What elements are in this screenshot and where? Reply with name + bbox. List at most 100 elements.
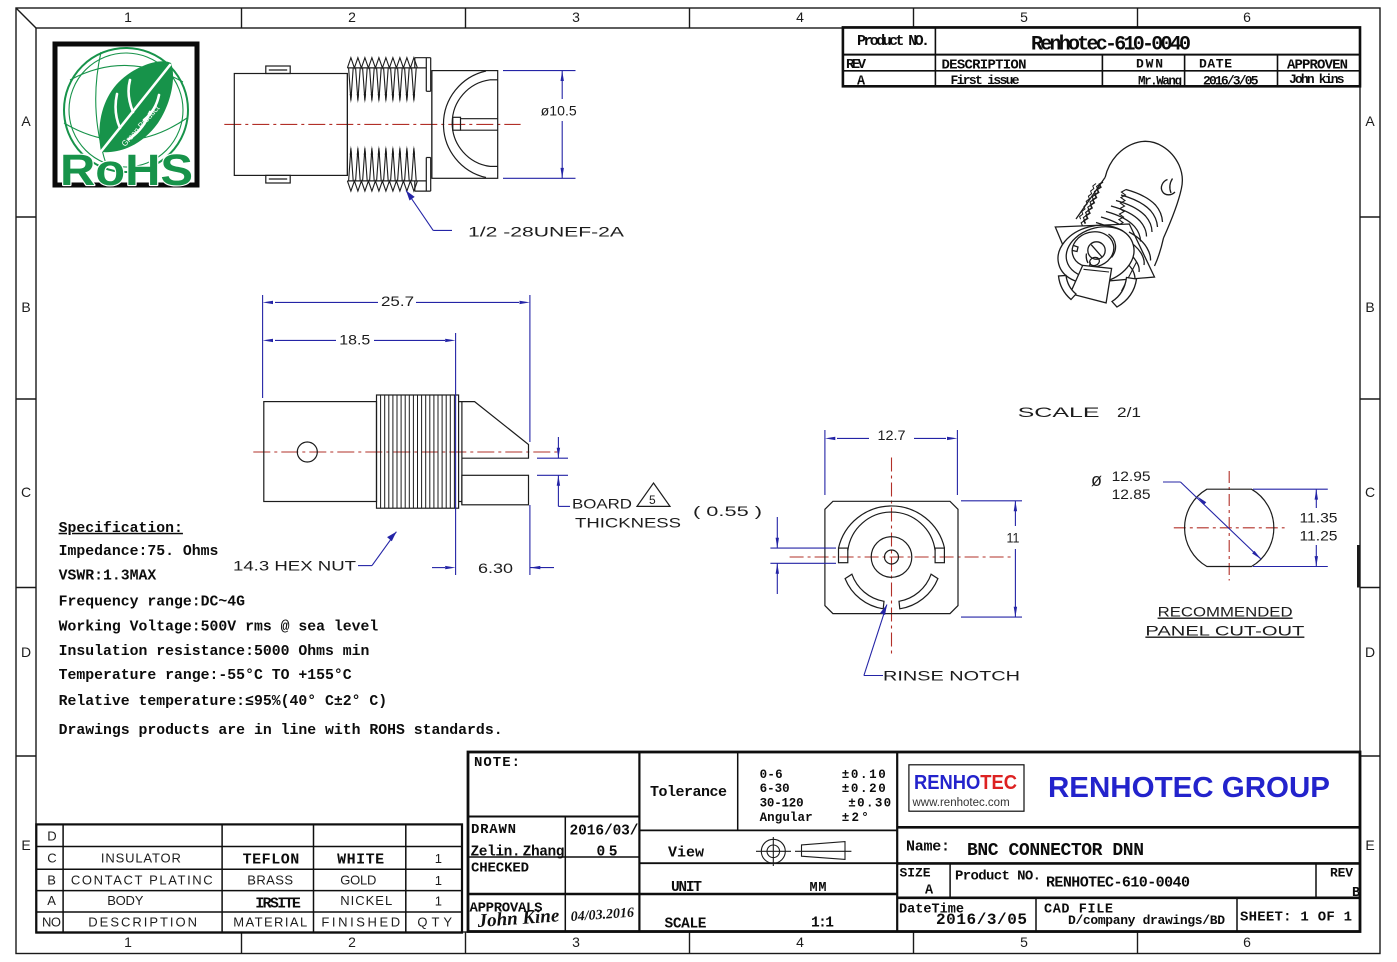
svg-text:RENHOTEC-610-0040: RENHOTEC-610-0040 (1046, 875, 1190, 892)
svg-text:RENHOTEC GROUP: RENHOTEC GROUP (1048, 772, 1330, 804)
svg-text:3: 3 (572, 9, 580, 25)
svg-text:B: B (1365, 299, 1374, 315)
svg-text:NO: NO (42, 915, 61, 930)
svg-text:RENHOTEC: RENHOTEC (914, 772, 1017, 794)
svg-text:2016/03/: 2016/03/ (570, 824, 639, 840)
svg-text:4: 4 (796, 9, 804, 25)
svg-text:A: A (47, 893, 56, 908)
svg-text:1: 1 (435, 873, 442, 888)
svg-text:1: 1 (435, 894, 442, 909)
svg-text:D: D (1365, 644, 1375, 660)
svg-text:SCALE: SCALE (665, 917, 707, 933)
svg-text:MM: MM (810, 881, 827, 896)
svg-text:PANEL CUT-OUT: PANEL CUT-OUT (1145, 623, 1305, 639)
svg-text:1: 1 (124, 9, 132, 25)
svg-text:5: 5 (649, 493, 656, 507)
svg-text:04/03.2016: 04/03.2016 (570, 906, 634, 925)
svg-text:BNC CONNECTOR DNN: BNC CONNECTOR DNN (967, 841, 1144, 861)
svg-text:GOLD: GOLD (340, 873, 376, 888)
svg-text:BODY: BODY (107, 893, 144, 908)
svg-text:INSULATOR: INSULATOR (101, 851, 181, 866)
svg-text:John kins: John kins (1289, 72, 1345, 87)
svg-text:SCALE: SCALE (1018, 404, 1100, 420)
svg-text:RECOMMENDED: RECOMMENDED (1158, 604, 1293, 620)
svg-text:18.5: 18.5 (339, 332, 370, 348)
svg-text:0-6: 0-6 (760, 768, 783, 782)
svg-text:CONTACT PLATINC: CONTACT PLATINC (71, 873, 213, 888)
svg-text:1:1: 1:1 (811, 916, 834, 932)
svg-text:Impedance:75. Ohms: Impedance:75. Ohms (59, 544, 219, 560)
svg-text:SIZE: SIZE (900, 866, 931, 881)
svg-text:QTY: QTY (417, 915, 452, 930)
svg-text:DATE: DATE (1199, 57, 1232, 72)
svg-text:Drawings products are in line: Drawings products are in line with ROHS … (59, 723, 503, 739)
svg-text:IRSITE: IRSITE (255, 896, 301, 913)
svg-text:3: 3 (572, 934, 580, 950)
svg-text:APPROVALS: APPROVALS (470, 901, 543, 917)
svg-text:DESCRIPTION: DESCRIPTION (88, 915, 197, 930)
svg-text:View: View (668, 845, 704, 862)
svg-text:D: D (21, 644, 31, 660)
svg-text:DESCRIPTION: DESCRIPTION (942, 58, 1027, 74)
svg-text:±0.10: ±0.10 (842, 768, 886, 782)
svg-text:RINSE NOTCH: RINSE NOTCH (883, 668, 1020, 684)
svg-text:A: A (1365, 113, 1375, 129)
svg-text:B: B (1352, 886, 1360, 901)
svg-text:THICKNESS: THICKNESS (575, 515, 681, 531)
svg-text:Relative temperature:≤95%(40°: Relative temperature:≤95%(40° C±2° C) (59, 694, 388, 710)
svg-text:E: E (21, 837, 30, 853)
svg-text:www.renhotec.com: www.renhotec.com (912, 797, 1010, 809)
svg-text:±2°: ±2° (842, 811, 869, 825)
svg-text:05: 05 (597, 845, 618, 861)
svg-text:12.7: 12.7 (878, 427, 906, 443)
svg-text:6-30: 6-30 (760, 782, 790, 796)
svg-text:6.30: 6.30 (478, 560, 513, 576)
svg-text:DateTime: DateTime (899, 903, 964, 918)
svg-text:B: B (47, 873, 56, 888)
svg-text:C: C (47, 851, 56, 866)
svg-text:MATERIAL: MATERIAL (233, 915, 307, 930)
svg-text:2016/3/05: 2016/3/05 (1203, 74, 1259, 89)
svg-text:2016/3/05: 2016/3/05 (936, 911, 1027, 929)
svg-text:WHITE: WHITE (337, 852, 384, 869)
svg-text:SHEET: 1 OF 1: SHEET: 1 OF 1 (1240, 910, 1352, 926)
svg-text:Tolerance: Tolerance (650, 784, 727, 801)
svg-text:2: 2 (348, 9, 356, 25)
svg-text:5: 5 (1020, 934, 1028, 950)
svg-text:Insulation resistance:5000 Ohm: Insulation resistance:5000 Ohms min (59, 644, 370, 660)
svg-text:Product NO.: Product NO. (955, 869, 1041, 885)
svg-text:DWN: DWN (1136, 57, 1163, 72)
svg-text:25.7: 25.7 (381, 293, 414, 309)
svg-text:REV: REV (846, 57, 867, 73)
svg-text:DRAWN: DRAWN (471, 822, 516, 838)
svg-text:1/2 -28UNEF-2A: 1/2 -28UNEF-2A (468, 224, 625, 240)
svg-text:APPROVEN: APPROVEN (1287, 58, 1348, 74)
svg-text:A: A (925, 884, 934, 899)
svg-text:2/1: 2/1 (1117, 404, 1141, 420)
svg-text:Name:: Name: (906, 839, 950, 856)
svg-text:1: 1 (435, 851, 442, 866)
svg-text:NICKEL: NICKEL (340, 893, 392, 908)
svg-text:Mr.Wang: Mr.Wang (1138, 75, 1182, 89)
svg-text:±0.30: ±0.30 (848, 797, 891, 811)
svg-text:BOARD: BOARD (572, 496, 632, 512)
svg-text:30-120: 30-120 (760, 797, 804, 811)
svg-text:1: 1 (124, 934, 132, 950)
svg-text:CHECKED: CHECKED (471, 861, 529, 877)
svg-text:TEFLON: TEFLON (243, 852, 300, 869)
svg-text:6: 6 (1243, 934, 1251, 950)
svg-text:CAD FILE: CAD FILE (1044, 903, 1113, 918)
svg-text:2: 2 (348, 934, 356, 950)
svg-text:E: E (1365, 837, 1374, 853)
svg-text:Angular: Angular (760, 811, 813, 825)
svg-text:FINISHED: FINISHED (321, 915, 400, 930)
svg-text:B: B (21, 299, 30, 315)
svg-text:12.85: 12.85 (1112, 486, 1151, 502)
svg-text:First issue: First issue (951, 73, 1020, 88)
svg-text:C: C (1365, 484, 1375, 500)
svg-text:Frequency range:DC~4G: Frequency range:DC~4G (59, 595, 246, 611)
svg-text:Zelin. Zhang: Zelin. Zhang (471, 845, 565, 861)
svg-text:ø10.5: ø10.5 (541, 103, 577, 119)
svg-text:A: A (857, 75, 866, 90)
svg-text:A: A (21, 113, 31, 129)
